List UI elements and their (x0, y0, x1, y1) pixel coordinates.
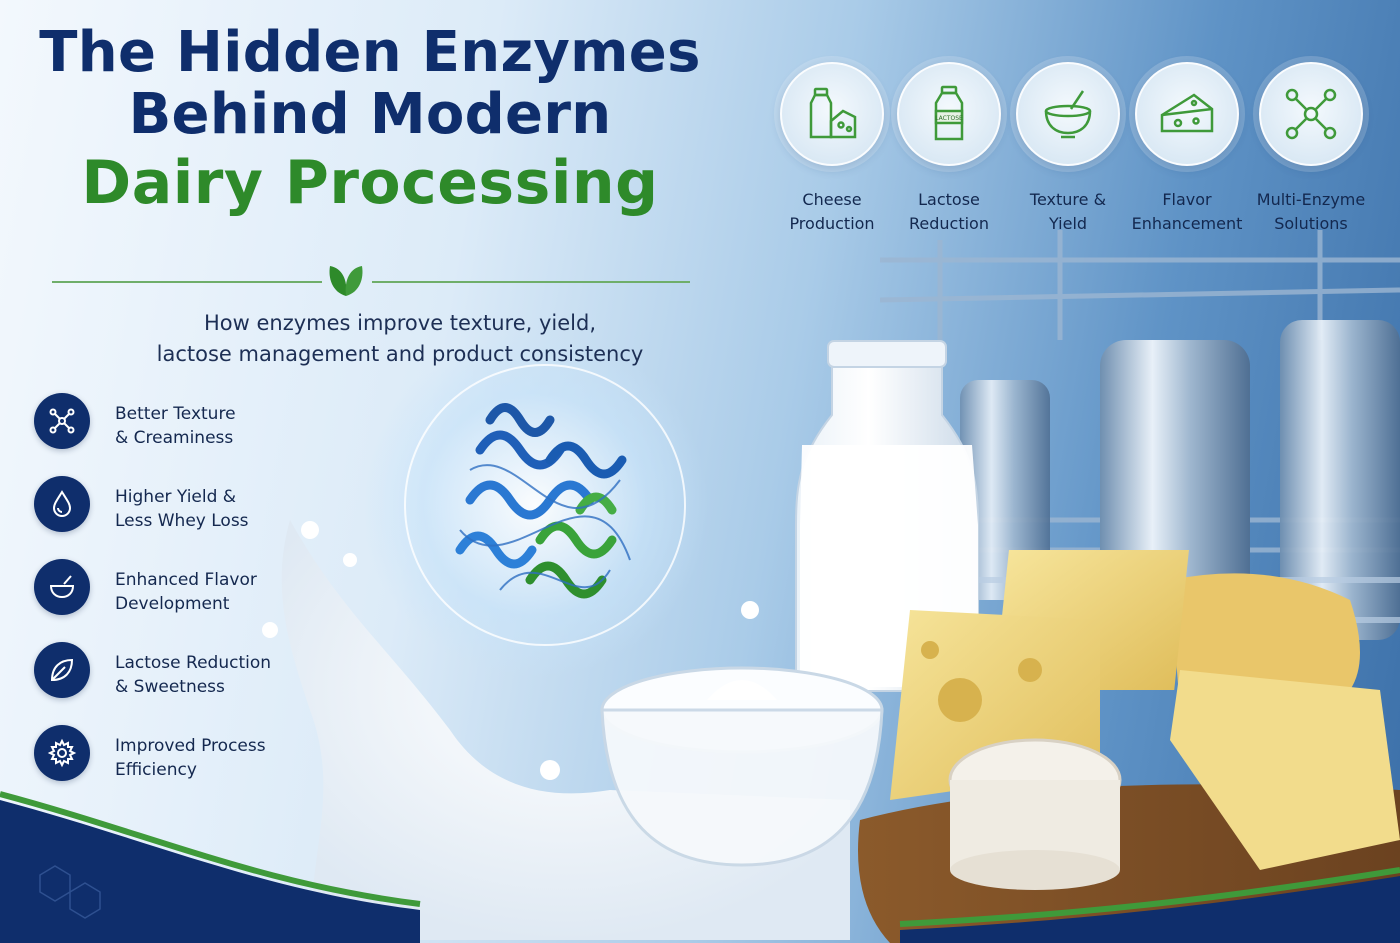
benefit-item: Lactose Reduction & Sweetness (34, 642, 354, 725)
bowl-spoon-icon (1016, 62, 1120, 166)
category-multi-enzyme-solutions: Multi-Enzyme Solutions (1251, 62, 1371, 236)
lactose-bottle-text: LACTOSE (935, 115, 963, 122)
category-label: Texture & Yield (1029, 190, 1107, 233)
subtitle: How enzymes improve texture, yield, lact… (156, 311, 644, 366)
enzyme-network-icon (1259, 62, 1363, 166)
cheese-board-illustration (858, 550, 1400, 943)
benefit-item: Better Texture & Creaminess (34, 393, 354, 476)
title-divider-left (52, 281, 322, 283)
benefit-item: Enhanced Flavor Development (34, 559, 354, 642)
leaf-icon (34, 642, 90, 698)
benefit-item: Improved Process Efficiency (34, 725, 354, 808)
bottom-wave-band (0, 791, 1400, 943)
lactose-bottle-icon: LACTOSE (897, 62, 1001, 166)
category-label: Lactose Reduction (909, 190, 989, 233)
title-line-2: Behind Modern (128, 82, 612, 147)
bowl-spoon-icon (34, 559, 90, 615)
benefits-list: Better Texture & Creaminess Higher Yield… (34, 393, 354, 808)
benefit-label: Enhanced Flavor Development (115, 570, 257, 614)
category-label: Flavor Enhancement (1131, 190, 1243, 233)
title-line-1: The Hidden Enzymes (39, 20, 701, 85)
benefit-label: Lactose Reduction & Sweetness (115, 653, 272, 697)
page-title: The Hidden Enzymes Behind Modern Dairy P… (0, 22, 740, 220)
enzyme-molecule-illustration (404, 364, 686, 646)
benefit-item: Higher Yield & Less Whey Loss (34, 476, 354, 559)
water-drop-icon (34, 476, 90, 532)
gear-icon (34, 725, 90, 781)
category-label: Multi-Enzyme Solutions (1256, 190, 1366, 233)
title-divider-right (372, 281, 690, 283)
benefit-label: Improved Process Efficiency (115, 736, 266, 780)
yogurt-bowl-illustration (600, 666, 884, 867)
category-lactose-reduction: LACTOSE Lactose Reduction (889, 62, 1009, 236)
benefit-label: Better Texture & Creaminess (115, 404, 236, 448)
milk-bottle-cheese-icon (780, 62, 884, 166)
category-label: Cheese Production (789, 190, 875, 233)
category-texture-yield: Texture & Yield (1008, 62, 1128, 236)
category-flavor-enhancement: Flavor Enhancement (1127, 62, 1247, 236)
cheese-wedge-icon (1135, 62, 1239, 166)
molecule-network-icon (34, 393, 90, 449)
category-cheese-production: Cheese Production (772, 62, 892, 236)
leaf-ornament-icon (329, 266, 363, 296)
title-line-3: Dairy Processing (81, 148, 659, 218)
benefit-label: Higher Yield & Less Whey Loss (115, 487, 249, 531)
